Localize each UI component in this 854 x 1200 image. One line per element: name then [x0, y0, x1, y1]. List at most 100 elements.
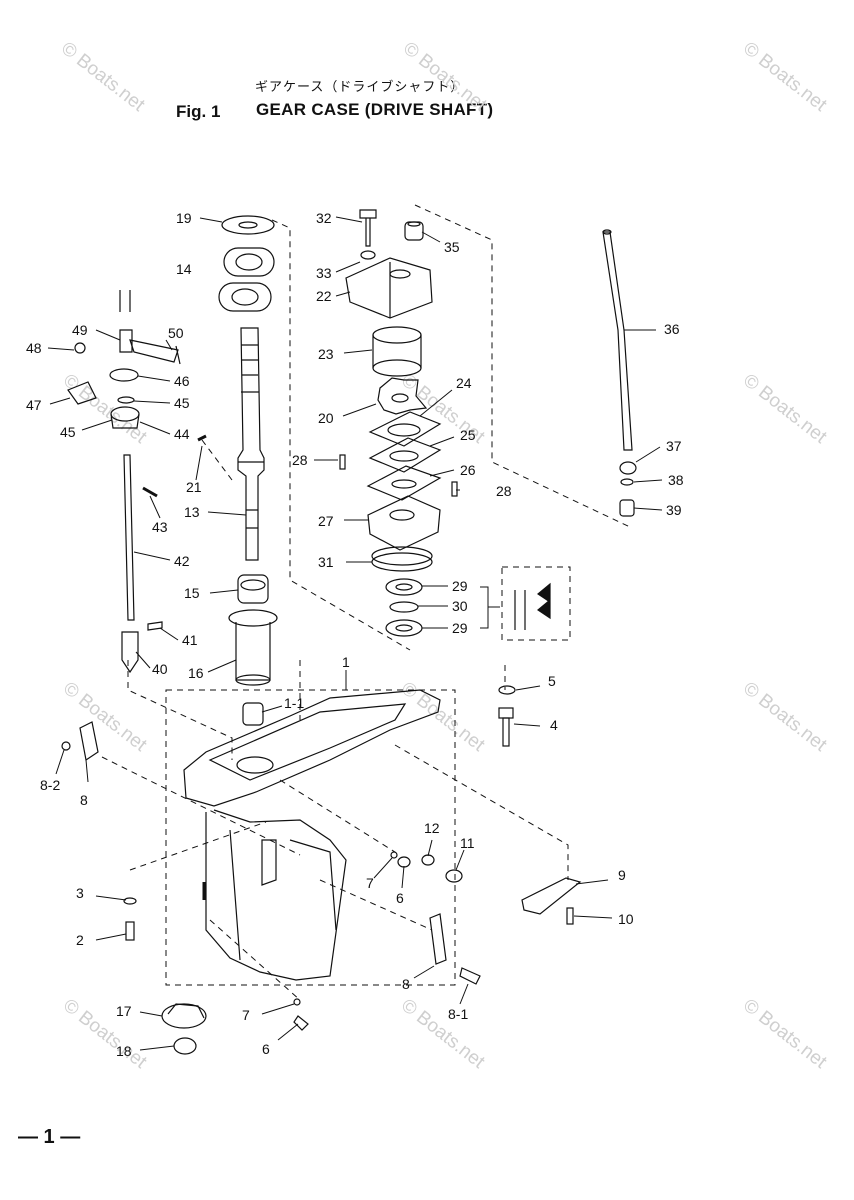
- callout-46: 46: [174, 373, 190, 389]
- callout-43: 43: [152, 519, 168, 535]
- figure-number: Fig. 1: [176, 102, 221, 121]
- pin-43: [142, 486, 158, 498]
- callout-1-1: 1-1: [284, 695, 304, 711]
- bolt-48: [74, 342, 86, 354]
- callout-48: 48: [26, 340, 42, 356]
- washer-19: [221, 215, 275, 235]
- callout-41: 41: [182, 632, 198, 648]
- bolt-2: [125, 921, 135, 941]
- callout-8-2: 8-2: [40, 777, 60, 793]
- oil-seal-15: [237, 574, 269, 604]
- shift-cam-40: [121, 631, 139, 674]
- callout-7: 7: [366, 875, 374, 891]
- gasket-26: [366, 465, 442, 501]
- o-ring-46: [109, 368, 139, 382]
- pin-41: [147, 621, 163, 631]
- callout-50: 50: [168, 325, 184, 341]
- callout-33: 33: [316, 265, 332, 281]
- callout-38: 38: [668, 472, 684, 488]
- bearing-14: [218, 247, 275, 312]
- rod-holder-49: [119, 329, 133, 353]
- washer-33: [360, 250, 376, 260]
- callout-29b: 29: [452, 620, 468, 636]
- callout-numbers: 19 14 32 35 33 22 36 49 50 48 46 47 45 4…: [26, 210, 684, 1059]
- shift-rod-boot-44: [110, 406, 140, 429]
- oil-seal-29-30: [385, 578, 423, 637]
- callout-23: 23: [318, 346, 334, 362]
- nut-18: [173, 1037, 197, 1055]
- callout-47: 47: [26, 397, 42, 413]
- gasket-24: [368, 411, 442, 447]
- plug-6: [397, 856, 411, 868]
- pump-base-27: [367, 495, 441, 551]
- callout-5: 5: [548, 673, 556, 689]
- callout-4: 4: [550, 717, 558, 733]
- callout-35: 35: [444, 239, 460, 255]
- callout-42: 42: [174, 553, 190, 569]
- bolt-32: [359, 209, 377, 247]
- gasket-7-lower: [293, 998, 301, 1006]
- water-tube-36: [602, 229, 633, 451]
- callout-7-lower: 7: [242, 1007, 250, 1023]
- bolt-4: [498, 707, 514, 747]
- callout-25: 25: [460, 427, 476, 443]
- callout-49: 49: [72, 322, 88, 338]
- washer-12: [421, 854, 435, 866]
- drive-shaft-13: [237, 327, 265, 561]
- callout-13: 13: [184, 504, 200, 520]
- japanese-title: ギアケース（ドライブシャフト）: [255, 80, 465, 95]
- grommet-37: [619, 461, 637, 475]
- callout-28b: 28: [496, 483, 512, 499]
- shift-lever-50: [129, 339, 181, 365]
- callout-2: 2: [76, 932, 84, 948]
- washer-38: [620, 478, 634, 486]
- callout-37: 37: [666, 438, 682, 454]
- clip-47: [67, 381, 97, 405]
- bushing-1-1: [242, 702, 264, 726]
- callout-12: 12: [424, 820, 440, 836]
- bolt-8-1: [459, 967, 481, 985]
- callout-6: 6: [396, 890, 404, 906]
- callout-15: 15: [184, 585, 200, 601]
- gasket-7: [390, 851, 398, 859]
- screw-11: [445, 869, 463, 883]
- pin-21: [197, 434, 207, 442]
- callout-9: 9: [618, 867, 626, 883]
- callout-8-lower: 8: [402, 976, 410, 992]
- plug-6-lower: [293, 1015, 309, 1031]
- pump-housing-22: [345, 257, 433, 319]
- impeller-20: [377, 377, 428, 415]
- callout-40: 40: [152, 661, 168, 677]
- callout-45: 45: [174, 395, 190, 411]
- shift-rod-top: [119, 290, 131, 312]
- seal-orientation-inset: [514, 582, 551, 630]
- insert-cartridge-23: [372, 326, 422, 377]
- pinion-17: [161, 1003, 207, 1029]
- callout-27: 27: [318, 513, 334, 529]
- callout-44: 44: [174, 426, 190, 442]
- screw-8-2: [61, 741, 71, 751]
- sleeve-16: [228, 609, 278, 686]
- callout-18: 18: [116, 1043, 132, 1059]
- pin-28: [339, 454, 458, 497]
- callout-17: 17: [116, 1003, 132, 1019]
- callout-19: 19: [176, 210, 192, 226]
- callout-30: 30: [452, 598, 468, 614]
- callout-28: 28: [292, 452, 308, 468]
- callout-1: 1: [342, 654, 350, 670]
- callout-36: 36: [664, 321, 680, 337]
- bolt-10: [566, 907, 574, 925]
- plate-8-upper: [79, 721, 99, 762]
- shift-rod-42: [123, 454, 135, 621]
- callout-24: 24: [456, 375, 472, 391]
- callout-11: 11: [460, 835, 475, 851]
- trim-tab-9: [521, 877, 582, 915]
- assembly-guide-lines: [101, 204, 631, 1001]
- oil-seal-31: [371, 546, 433, 572]
- washer-5: [498, 685, 516, 695]
- grommet-39: [619, 499, 635, 517]
- callout-20: 20: [318, 410, 334, 426]
- callout-10: 10: [618, 911, 634, 927]
